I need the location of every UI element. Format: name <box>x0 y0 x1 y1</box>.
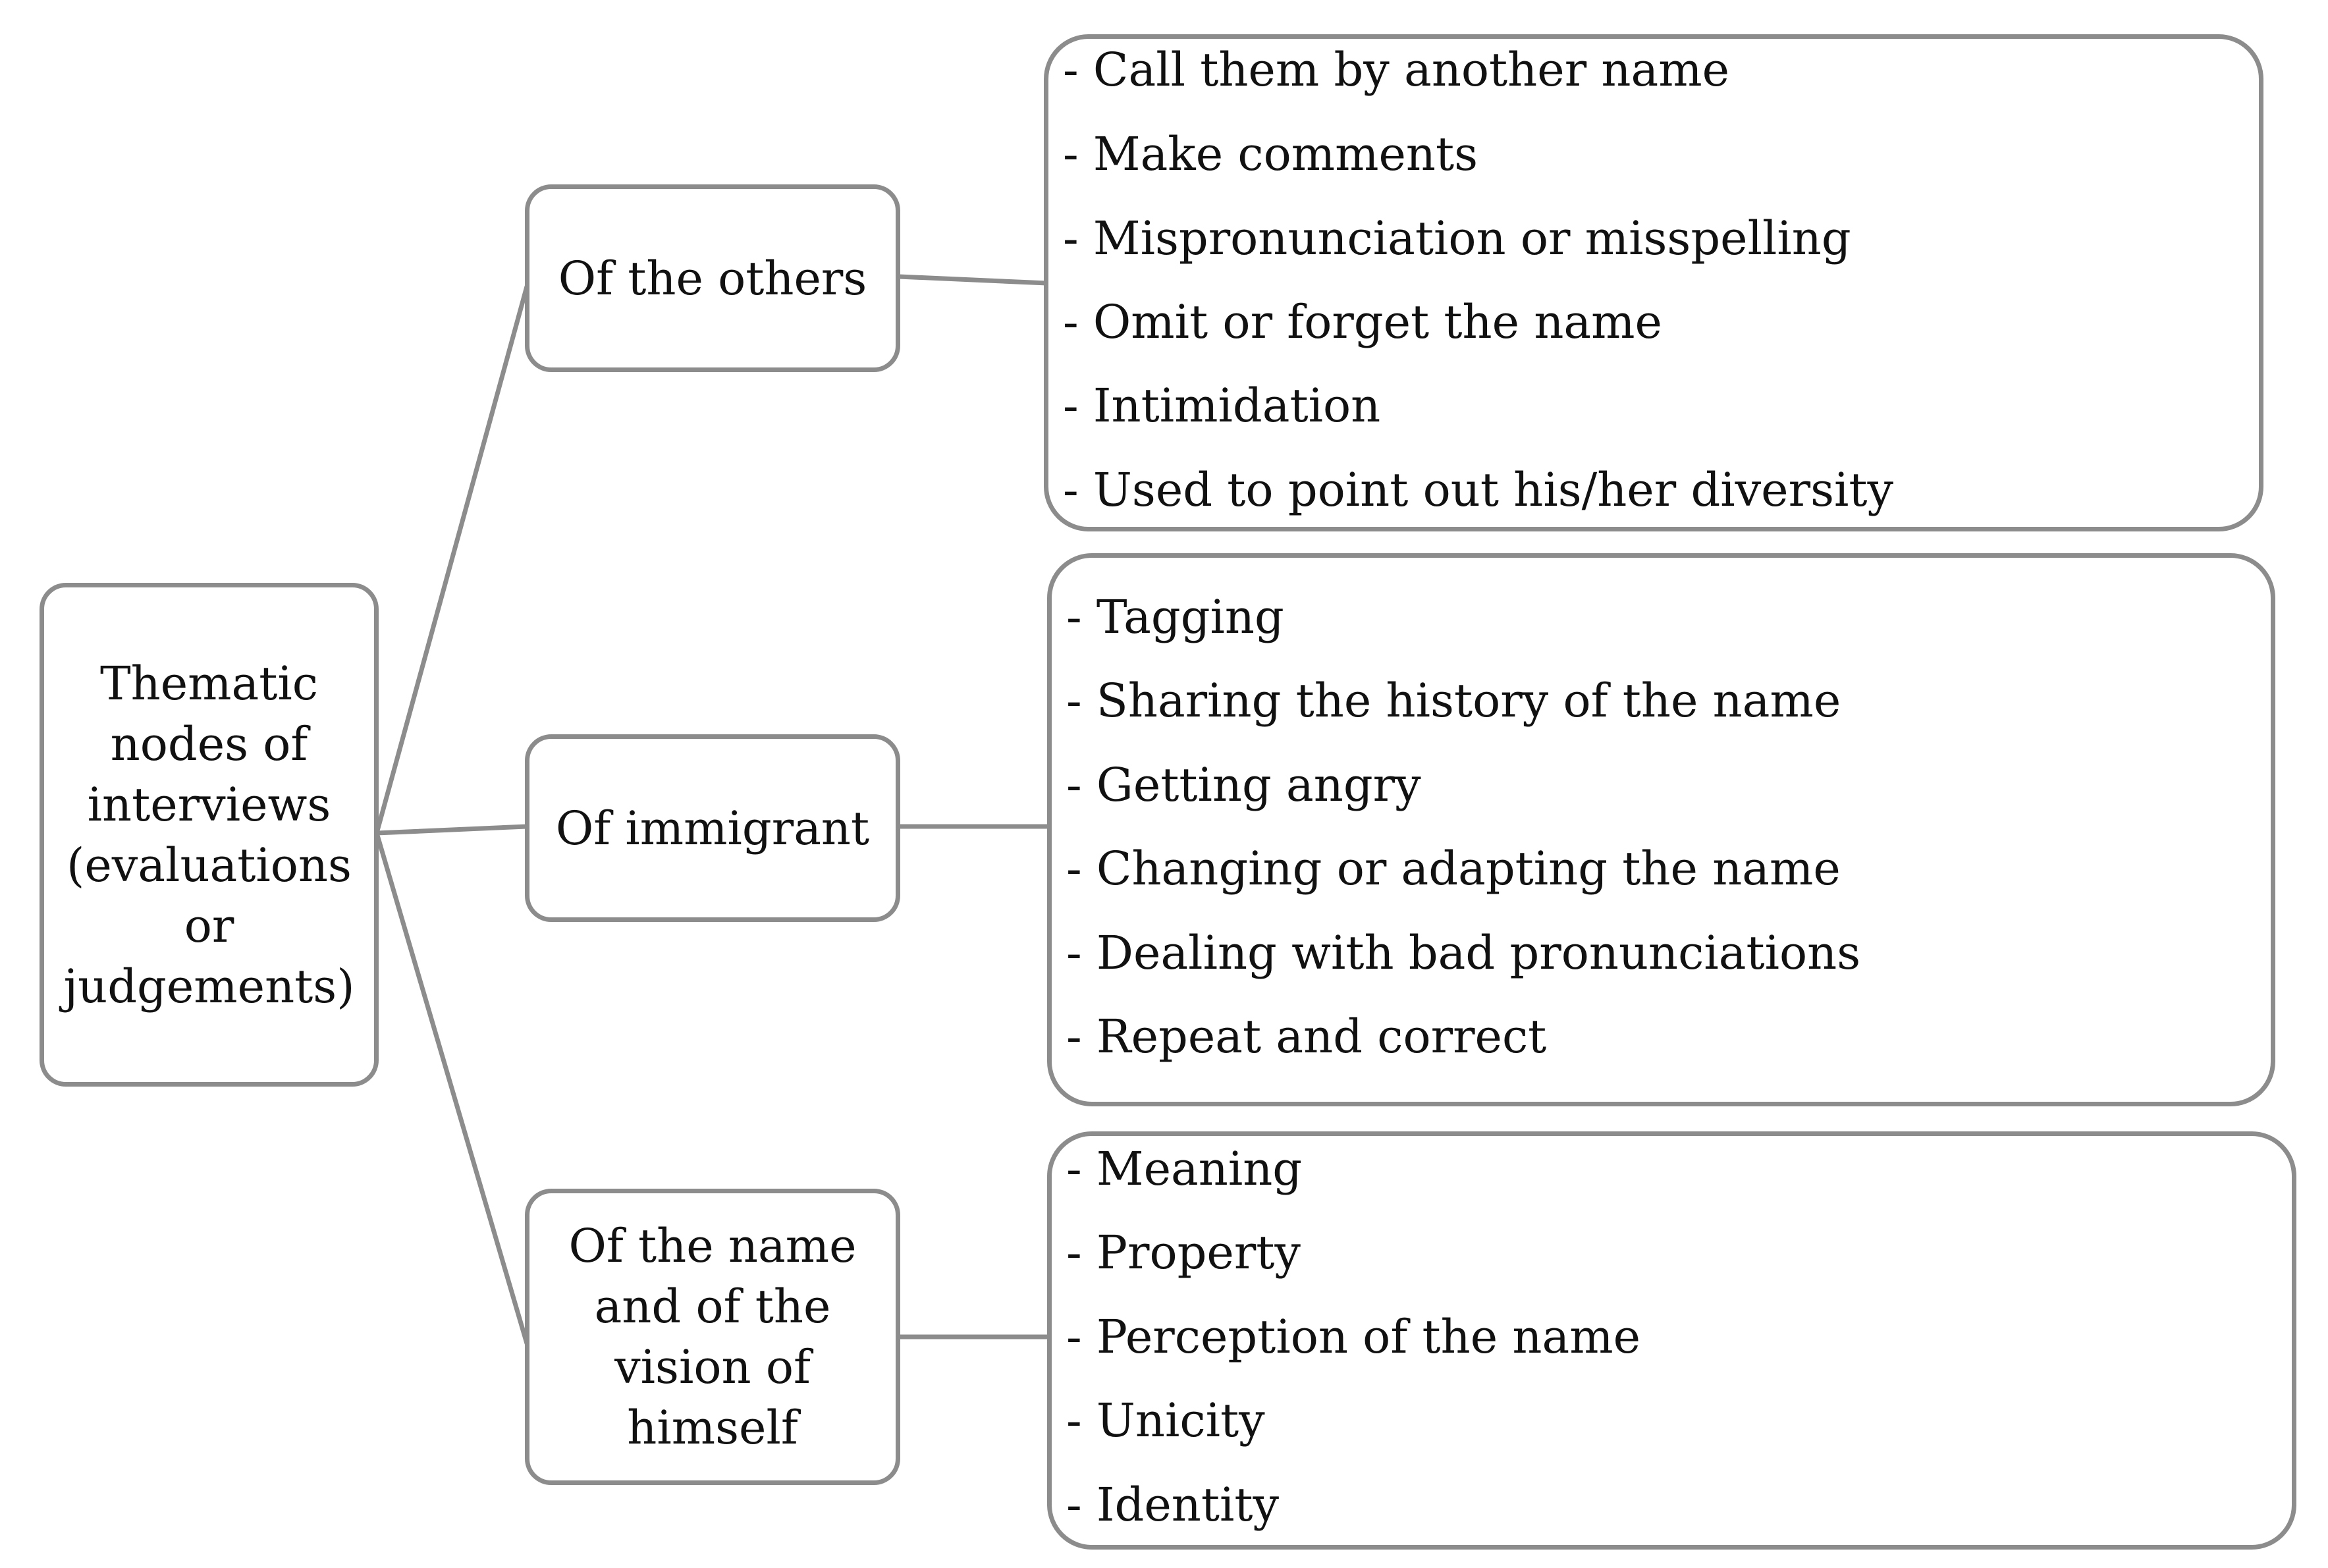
branch-label-line: himself <box>627 1401 798 1455</box>
list-item: - Unicity <box>1066 1393 1265 1447</box>
connector-root-to-immigrant <box>374 824 529 836</box>
connector-root-to-others <box>374 284 529 836</box>
list-item: - Getting angry <box>1066 758 1421 812</box>
list-item: - Sharing the history of the name <box>1066 674 1841 728</box>
list-item: - Used to point out his/her diversity <box>1063 463 1894 517</box>
list-item: - Tagging <box>1066 590 1284 644</box>
list-item: - Make comments <box>1063 127 1478 181</box>
list-item: - Call them by another name <box>1063 43 1730 97</box>
root-label-line: Thematic <box>99 656 319 711</box>
branch-label-line: vision of <box>614 1340 811 1394</box>
branch-label-line: and of the <box>594 1280 831 1334</box>
root-node-label: Thematic nodes of interviews (evaluation… <box>63 653 354 1017</box>
root-label-line: nodes of <box>110 716 308 771</box>
root-node: Thematic nodes of interviews (evaluation… <box>40 583 379 1087</box>
list-item: - Mispronunciation or misspelling <box>1063 211 1851 265</box>
root-label-line: (evaluations <box>67 838 352 892</box>
branch-label-line: Of immigrant <box>555 801 870 855</box>
branch-node-name-vision-label: Of the name and of the vision of himself <box>568 1216 856 1458</box>
list-item: - Property <box>1066 1226 1301 1280</box>
list-item: - Meaning <box>1066 1142 1303 1196</box>
list-item: - Intimidation <box>1063 379 1381 433</box>
root-label-line: judgements) <box>63 959 355 1014</box>
list-item: - Omit or forget the name <box>1063 295 1662 349</box>
list-item: - Perception of the name <box>1066 1310 1640 1364</box>
root-label-line: interviews <box>87 777 331 832</box>
list-item: - Identity <box>1066 1478 1280 1532</box>
list-item: - Changing or adapting the name <box>1066 842 1841 896</box>
connector-others-to-list <box>896 274 1050 286</box>
item-list-immigrant: - Tagging - Sharing the history of the n… <box>1047 553 2275 1106</box>
list-item: - Repeat and correct <box>1066 1010 1547 1064</box>
branch-node-immigrant: Of immigrant <box>525 734 900 922</box>
item-list-name-vision: - Meaning - Property - Perception of the… <box>1047 1131 2296 1550</box>
branch-node-others: Of the others <box>525 184 900 372</box>
item-list-others: - Call them by another name - Make comme… <box>1044 34 2263 531</box>
list-item: - Dealing with bad pronunciations <box>1066 926 1861 980</box>
branch-label-line: Of the name <box>568 1219 857 1273</box>
branch-label-line: Of the others <box>558 251 867 306</box>
root-label-line: or <box>184 898 234 953</box>
branch-node-name-vision: Of the name and of the vision of himself <box>525 1189 900 1485</box>
connector-root-to-name <box>374 830 529 1346</box>
